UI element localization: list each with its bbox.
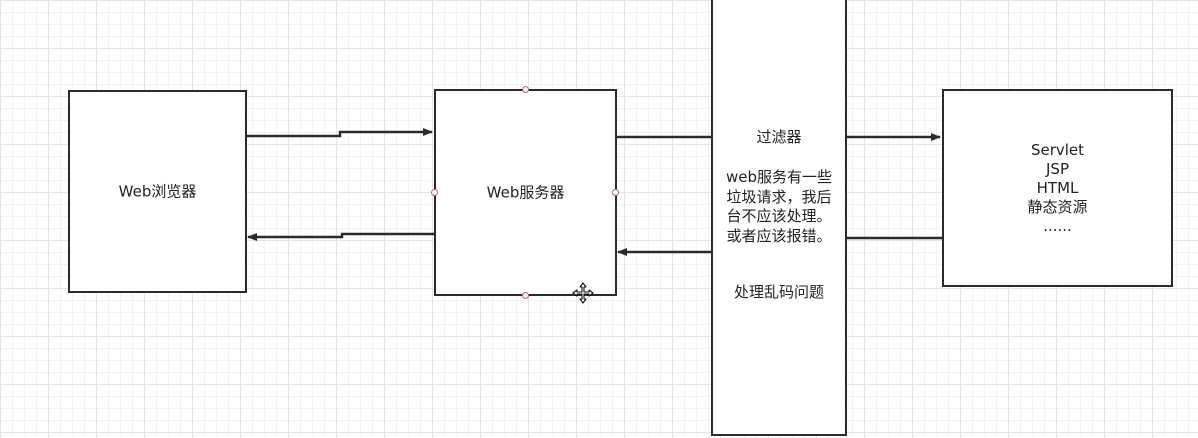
filter-description: web服务有一些 垃圾请求，我后 台不应该处理。 或者应该报错。 <box>713 168 845 246</box>
resources-box[interactable]: Servlet JSP HTML 静态资源 ...... <box>942 89 1173 287</box>
resources-list: Servlet JSP HTML 静态资源 ...... <box>944 141 1171 236</box>
resource-item-servlet: Servlet <box>1030 141 1085 159</box>
resource-item-more: ...... <box>1043 217 1072 235</box>
filter-note: 处理乱码问题 <box>733 283 824 301</box>
filter-title: 过滤器 <box>756 128 802 146</box>
selection-handle-bottom[interactable] <box>522 292 529 299</box>
filter-box[interactable]: 过滤器 web服务有一些 垃圾请求，我后 台不应该处理。 或者应该报错。 处理乱… <box>711 0 847 436</box>
filter-description-line: 垃圾请求，我后 <box>726 187 832 206</box>
arrow-server-to-browser <box>247 232 434 241</box>
filter-description-line: 台不应该处理。 <box>726 207 832 225</box>
filter-description-line: web服务有一些 <box>725 168 833 186</box>
resource-item-jsp: JSP <box>1046 160 1069 178</box>
server-box[interactable]: Web服务器 <box>434 89 617 296</box>
selection-handle-left[interactable] <box>431 189 438 196</box>
filter-description-line: 或者应该报错。 <box>726 226 832 245</box>
resource-item-html: HTML <box>1036 179 1079 197</box>
server-label: Web服务器 <box>486 183 565 201</box>
arrow-browser-to-server <box>246 128 433 138</box>
selection-handle-top[interactable] <box>522 86 529 93</box>
selection-handle-right[interactable] <box>612 189 619 196</box>
browser-label: Web浏览器 <box>118 182 197 200</box>
resource-item-static: 静态资源 <box>1027 198 1088 216</box>
move-cursor-icon <box>572 282 594 304</box>
browser-box[interactable]: Web浏览器 <box>68 90 247 293</box>
